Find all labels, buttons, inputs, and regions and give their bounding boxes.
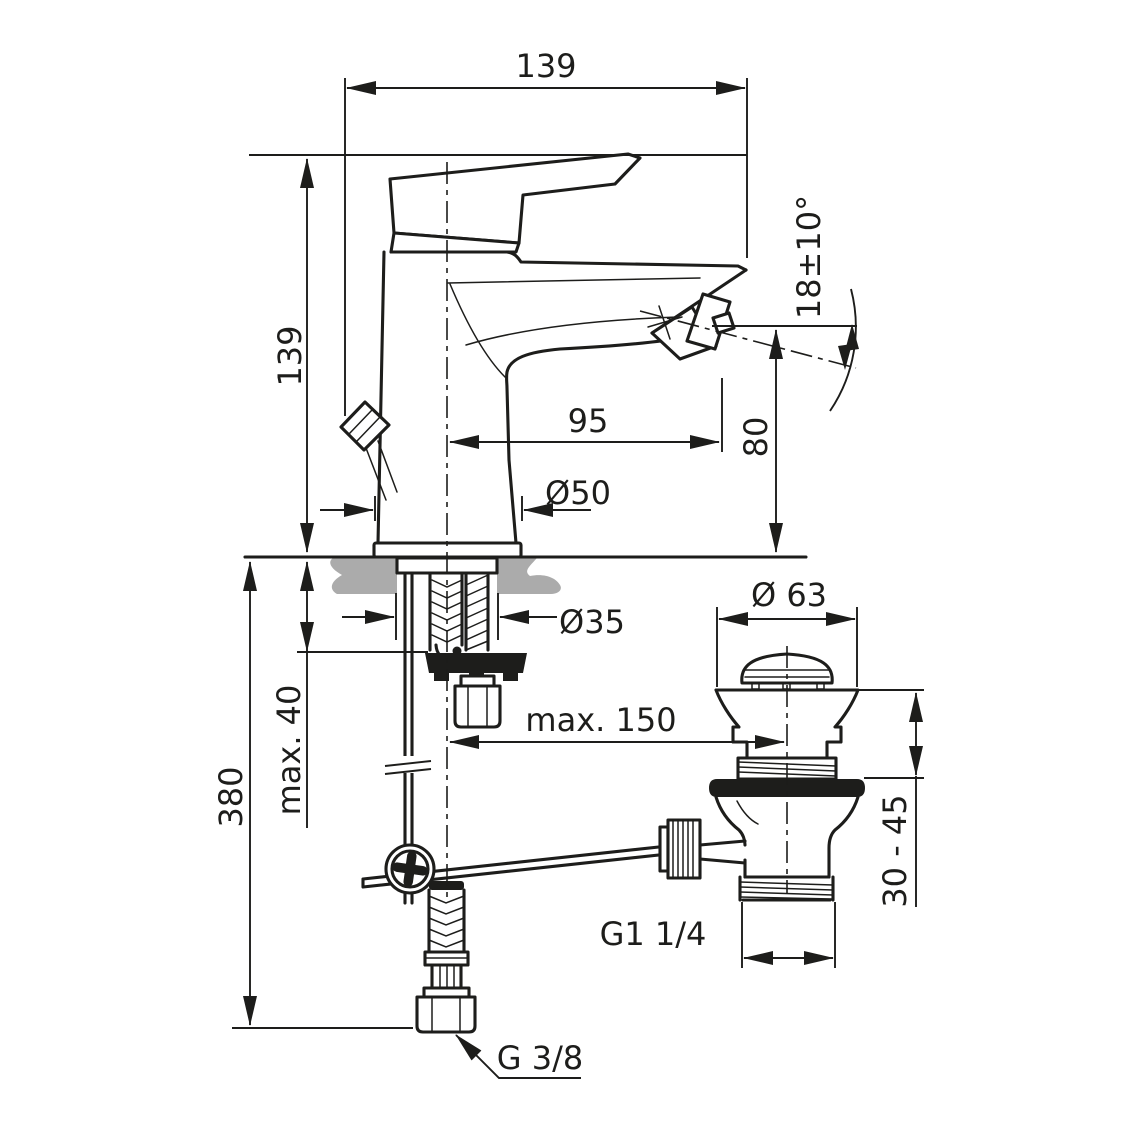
spout-underside (505, 335, 690, 545)
centerlines (446, 162, 857, 900)
shank-washer (425, 653, 527, 673)
washer-foot-3 (503, 673, 518, 681)
dim-hole-diameter: Ø35 (342, 593, 625, 641)
dim-spout-reach: 95 (449, 378, 723, 452)
dim-max-rod-reach: max. 150 (449, 701, 785, 749)
dim-dia50-label: Ø50 (545, 474, 611, 512)
dim-max40-label: max. 40 (270, 685, 308, 816)
faucet (339, 152, 748, 559)
dim-height-label: 139 (271, 325, 309, 386)
waste-neck (698, 839, 747, 865)
dim-waste-adjust-range: 30 - 45 (858, 689, 924, 908)
popup-linkage (361, 571, 670, 905)
waste-cup-inner-arc (736, 800, 759, 825)
dim-depth-below-deck: 380 (212, 561, 413, 1029)
dim-380-label: 380 (212, 766, 250, 827)
dim-g38-label: G 3/8 (497, 1039, 583, 1077)
dim-height-above-deck: 139 (249, 154, 747, 553)
dim-base-diameter: Ø50 (320, 474, 611, 521)
popup-knob-stem (365, 440, 398, 501)
spray-nozzle (647, 292, 736, 361)
mounting-nut (453, 674, 502, 729)
dim-angle-label: 18±10° (790, 195, 828, 319)
dim-waste-thread: G1 1/4 (600, 902, 836, 968)
cartridge-cap (389, 231, 521, 254)
spout-front-lower-edge (447, 277, 701, 284)
popup-knob (339, 400, 398, 501)
rod-break-lines (384, 760, 432, 775)
dim-outlet-height: 80 (712, 325, 857, 553)
hose-walls (427, 888, 466, 954)
nut-facets (467, 685, 488, 728)
washer-foot-1 (434, 673, 449, 681)
dim-g114-label: G1 1/4 (600, 915, 707, 953)
dim-95-label: 95 (568, 402, 609, 440)
waste-spigot-walls (738, 875, 835, 902)
nozzle-axis-centerline (639, 310, 857, 369)
dim-max-deck-thickness: max. 40 (270, 561, 428, 828)
hex-nut-facets (431, 996, 461, 1033)
dim-supply-thread: G 3/8 (455, 1034, 583, 1079)
dim-dia35-label: Ø35 (559, 603, 625, 641)
hex-nut-g38 (415, 995, 477, 1034)
supply-hose (415, 881, 477, 1034)
dim-overall-width-label: 139 (515, 47, 576, 85)
popup-waste (658, 652, 865, 902)
waste-cup-right (827, 795, 860, 879)
nozzle-cross-mark (647, 305, 683, 340)
angle-arrow-down (838, 344, 852, 370)
phillips-screw-icon (392, 851, 428, 887)
shank-walls (428, 571, 490, 652)
dim-max150-label: max. 150 (525, 701, 676, 739)
under-counter-assembly (361, 571, 670, 1034)
popup-knob-ribs (348, 409, 381, 442)
pivot-inner (390, 849, 430, 889)
nut-body (453, 684, 502, 729)
counter-gray-right (497, 558, 561, 594)
shank-thread-hatch (465, 574, 489, 651)
faucet-handle (388, 152, 642, 245)
counter-section (243, 555, 808, 594)
counter-gray-left (330, 558, 397, 594)
dim-3045-label: 30 - 45 (876, 794, 914, 907)
spout-top-edge (389, 250, 748, 272)
hose-braid-lower (428, 895, 465, 948)
dimensions: 139 139 max. 40 380 95 80 (212, 47, 924, 1079)
dim-dia63-label: Ø 63 (751, 576, 827, 614)
mounting-shank (428, 571, 490, 660)
waste-gasket (709, 779, 865, 797)
rod-break-gap (384, 756, 432, 773)
body-left-edge (376, 250, 386, 545)
spout-sculpt-curve (465, 316, 679, 346)
dim-spray-angle: 18±10° (790, 195, 859, 412)
dim-80-label: 80 (737, 417, 775, 458)
body-sculpt-curve (449, 283, 506, 378)
dim-waste-flange-diameter: Ø 63 (716, 576, 858, 687)
waste-cup-left (714, 795, 747, 847)
knurl-ribs (672, 819, 694, 879)
ribbed-lines (439, 964, 455, 989)
angle-arrow-up (845, 324, 859, 351)
nozzle-face-detail (711, 311, 736, 335)
dim-overall-width: 139 (344, 47, 748, 416)
popup-knob-body (339, 400, 391, 452)
